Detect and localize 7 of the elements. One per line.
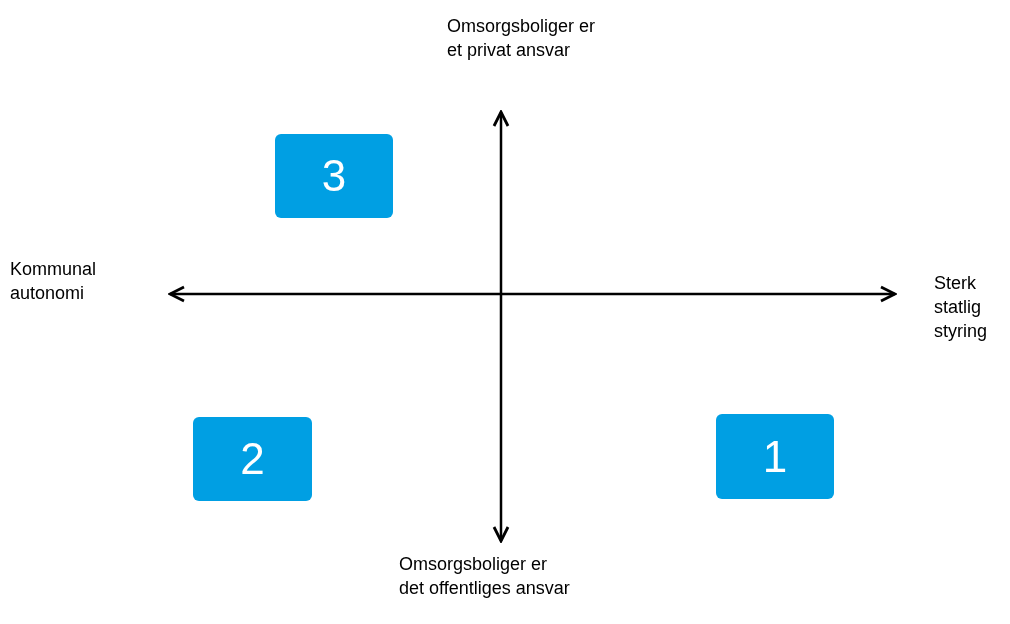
axis-label: Omsorgsboliger er et privat ansvar	[447, 15, 597, 62]
quadrant-number-box: 3	[275, 134, 393, 218]
quadrant-number-box: 2	[193, 417, 312, 501]
axis-label: Omsorgsboliger er det offentliges ansvar	[399, 553, 571, 600]
axis-label: Sterk statlig styring	[934, 272, 988, 343]
axis-label: Kommunal autonomi	[10, 258, 98, 305]
quadrant-number-box: 1	[716, 414, 834, 499]
